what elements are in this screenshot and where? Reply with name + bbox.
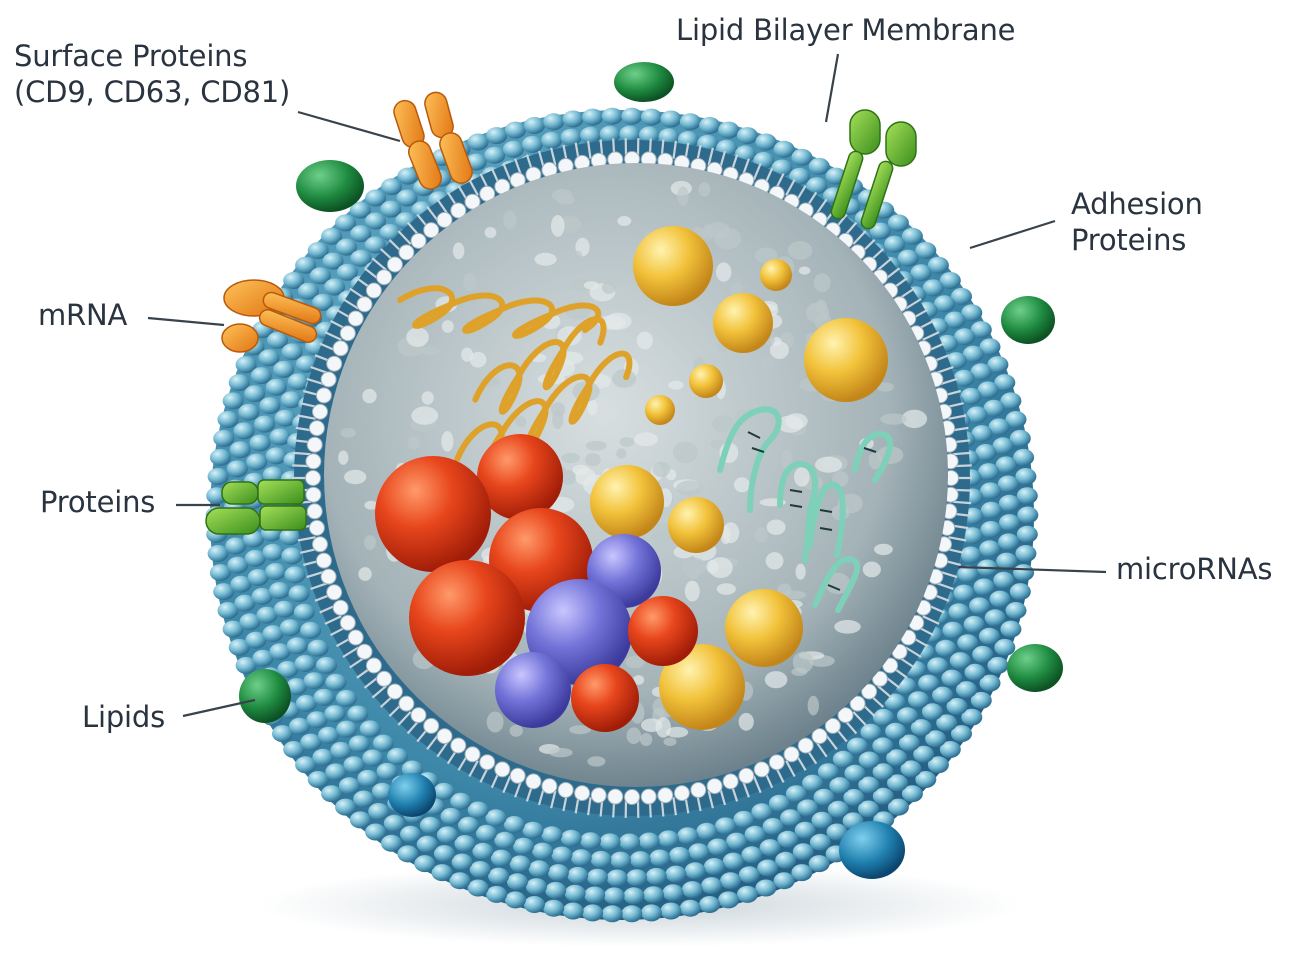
lipid-droplets xyxy=(590,226,888,730)
peripheral-lipid-balls xyxy=(239,62,1063,879)
label-adhesion-proteins: Adhesion Proteins xyxy=(1071,186,1203,258)
label-surface-proteins-line2: (CD9, CD63, CD81) xyxy=(14,75,291,109)
label-lipid-bilayer: Lipid Bilayer Membrane xyxy=(676,13,1016,47)
label-surface-proteins: Surface Proteins (CD9, CD63, CD81) xyxy=(14,38,290,110)
microrna-hairpins xyxy=(717,406,893,613)
mrna-protein-orange xyxy=(221,279,322,353)
surface-protein-cd-orange xyxy=(393,91,473,190)
membrane-protein-green xyxy=(205,479,307,535)
label-micrornas: microRNAs xyxy=(1116,552,1273,586)
microrna-base-pairs xyxy=(747,431,877,591)
label-lipids: Lipids xyxy=(82,700,165,734)
leader-lines xyxy=(147,53,1107,718)
adhesion-protein-green xyxy=(830,109,917,230)
label-mrna: mRNA xyxy=(38,298,128,332)
label-adhesion-line1: Adhesion xyxy=(1071,187,1203,221)
label-adhesion-line2: Proteins xyxy=(1071,223,1187,257)
label-surface-proteins-line1: Surface Proteins xyxy=(14,39,248,73)
label-proteins: Proteins xyxy=(40,485,156,519)
protein-spheres xyxy=(375,434,698,732)
